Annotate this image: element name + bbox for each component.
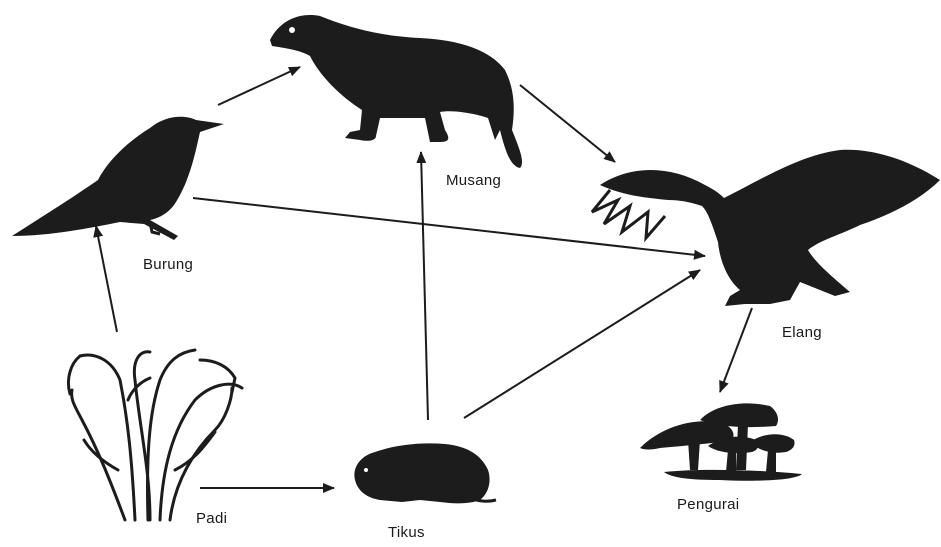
rice-plant-icon bbox=[68, 350, 242, 520]
civet-icon bbox=[270, 15, 522, 168]
arrow-padi-to-burung bbox=[96, 226, 117, 332]
arrow-musang-to-elang bbox=[520, 85, 615, 162]
arrow-tikus-to-elang bbox=[464, 270, 700, 418]
arrow-burung-to-musang bbox=[218, 67, 300, 105]
arrow-tikus-to-musang bbox=[421, 152, 428, 420]
rat-icon bbox=[354, 443, 496, 503]
mushroom-icon bbox=[640, 403, 802, 480]
label-elang: Elang bbox=[782, 324, 822, 341]
arrow-elang-to-pengurai bbox=[720, 308, 752, 392]
bird-icon bbox=[12, 117, 224, 240]
label-tikus: Tikus bbox=[388, 524, 425, 541]
eagle-icon bbox=[592, 150, 940, 306]
label-burung: Burung bbox=[143, 256, 193, 273]
label-musang: Musang bbox=[446, 172, 501, 189]
label-pengurai: Pengurai bbox=[677, 496, 739, 513]
label-padi: Padi bbox=[196, 510, 227, 527]
